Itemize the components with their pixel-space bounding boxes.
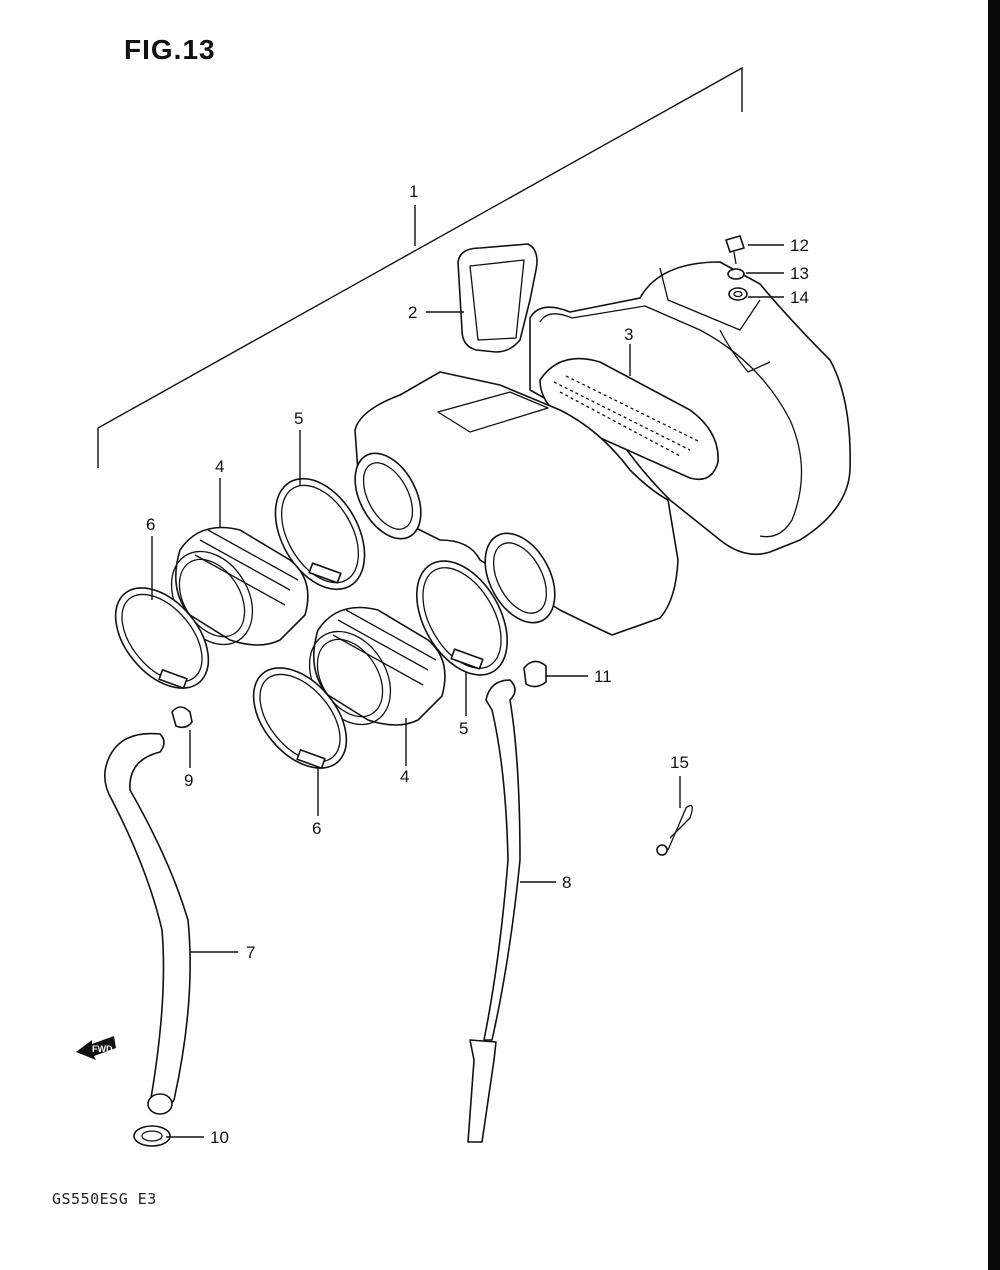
callout-8: 8: [562, 873, 571, 892]
bolt-12: [725, 235, 745, 265]
fwd-arrow: FWD: [76, 1036, 116, 1060]
clip-9: [171, 706, 193, 729]
callout-4-lower: 4: [400, 767, 409, 786]
callout-11: 11: [594, 667, 612, 686]
figure-title: FIG.13: [124, 34, 216, 65]
callout-14: 14: [790, 288, 809, 307]
callout-1: 1: [409, 182, 418, 201]
leader-lines: [151, 244, 784, 1138]
callout-12: 12: [790, 236, 809, 255]
page-edge-border: [988, 0, 1000, 1270]
washer-13: [727, 268, 745, 280]
clip-10: [133, 1125, 171, 1147]
callout-4-upper: 4: [215, 457, 224, 476]
clamp-band-6-lower: [252, 667, 348, 769]
assembly-bracket: [97, 66, 743, 468]
callout-labels: 1 2 3 4 4 5 5 6 6 7 8 9 10 11 12 13 14 1…: [146, 182, 809, 1147]
intake-joint-lower: [308, 606, 446, 726]
clamp-band-lower: [415, 560, 509, 676]
callout-6-upper: 6: [146, 515, 155, 534]
callout-5-upper: 5: [294, 409, 303, 428]
cable-tie-15: [656, 804, 693, 856]
callout-13: 13: [790, 264, 809, 283]
washer-14: [728, 287, 748, 301]
callout-7: 7: [246, 943, 255, 962]
drain-hose-7: [104, 732, 191, 1115]
diagram-footer-code: GS550ESG E3: [52, 1190, 157, 1208]
callout-5-lower: 5: [459, 719, 468, 738]
callout-2: 2: [408, 303, 417, 322]
clamp-band-upper: [274, 477, 366, 591]
clip-11: [523, 660, 547, 688]
callout-10: 10: [210, 1128, 229, 1147]
callout-3: 3: [624, 325, 633, 344]
fwd-label: FWD: [92, 1044, 113, 1054]
clamp-band-6-upper: [114, 587, 210, 689]
callout-9: 9: [184, 771, 193, 790]
callout-6-lower: 6: [312, 819, 321, 838]
air-cleaner-case: [354, 243, 851, 636]
breather-hose-8: [467, 679, 521, 1143]
callout-15: 15: [670, 753, 689, 772]
